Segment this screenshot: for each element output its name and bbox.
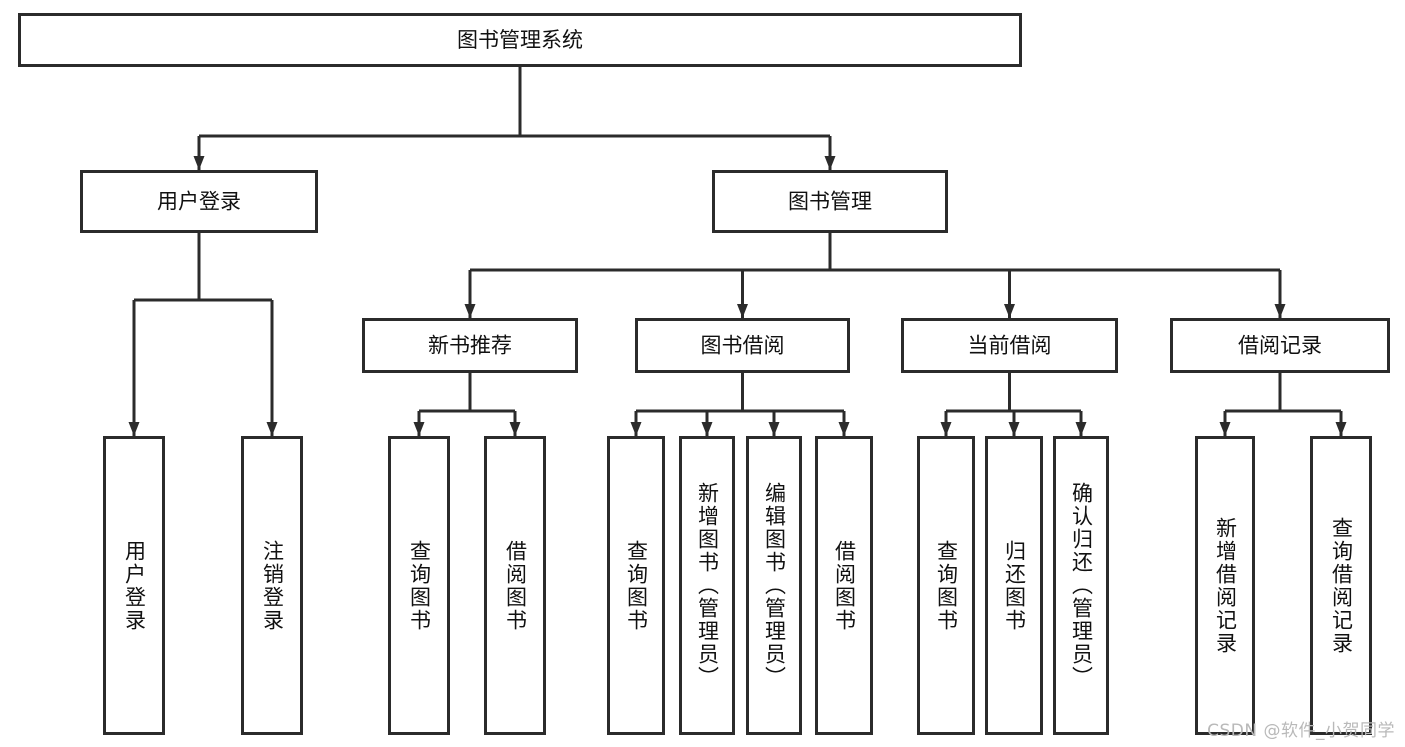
connector-group-user-login (128, 233, 278, 436)
node-label-book-management: 图书管理 (788, 190, 872, 214)
node-box-leaf-borrow-book[interactable] (815, 436, 873, 735)
node-label-current-borrow: 当前借阅 (968, 334, 1052, 358)
connectors-layer (128, 67, 1347, 436)
node-label-book-borrow: 图书借阅 (701, 334, 785, 358)
node-box-user-login[interactable] (80, 170, 318, 233)
arrow-head-leaf-logout-login (266, 422, 278, 436)
arrow-head-leaf-query-book-recommend (413, 422, 425, 436)
node-box-leaf-query-borrow-record[interactable] (1310, 436, 1372, 735)
node-box-new-book-recommend[interactable] (362, 318, 578, 373)
connector-group-book-management (464, 233, 1286, 318)
node-box-current-borrow[interactable] (901, 318, 1118, 373)
node-label-new-book-recommend: 新书推荐 (428, 334, 512, 358)
arrow-head-leaf-user-login (128, 422, 140, 436)
watermark-text: CSDN @软件_小贺同学 (1207, 721, 1395, 741)
arrow-head-leaf-confirm-return (1075, 422, 1087, 436)
arrow-head-leaf-add-book (701, 422, 713, 436)
arrow-head-user-login (193, 156, 205, 170)
node-label-root: 图书管理系统 (457, 28, 583, 52)
node-box-leaf-query-book-borrow[interactable] (607, 436, 665, 735)
arrow-head-current-borrow (1004, 304, 1015, 318)
node-box-leaf-return-book[interactable] (985, 436, 1043, 735)
node-box-leaf-edit-book[interactable] (746, 436, 802, 735)
node-box-book-management[interactable] (712, 170, 948, 233)
connector-group-new-book-recommend (413, 373, 521, 436)
node-box-leaf-logout-login[interactable] (241, 436, 303, 735)
arrow-head-borrow-record (1274, 304, 1286, 318)
arrow-head-book-borrow (737, 304, 748, 318)
arrow-head-leaf-borrow-book (838, 422, 850, 436)
node-box-leaf-query-book-recommend[interactable] (388, 436, 450, 735)
node-box-leaf-query-book-current[interactable] (917, 436, 975, 735)
node-box-leaf-confirm-return[interactable] (1053, 436, 1109, 735)
arrow-head-leaf-return-book (1008, 422, 1020, 436)
node-box-leaf-add-borrow-record[interactable] (1195, 436, 1255, 735)
node-box-leaf-user-login[interactable] (103, 436, 165, 735)
connector-group-current-borrow (940, 373, 1087, 436)
node-box-book-borrow[interactable] (635, 318, 850, 373)
arrow-head-leaf-add-borrow-record (1219, 422, 1231, 436)
node-box-leaf-borrow-book-recommend[interactable] (484, 436, 546, 735)
boxes-layer (18, 13, 1390, 735)
arrow-head-leaf-query-book-current (940, 422, 952, 436)
arrow-head-leaf-query-borrow-record (1335, 422, 1347, 436)
node-label-user-login: 用户登录 (157, 190, 241, 214)
arrow-head-leaf-borrow-book-recommend (509, 422, 521, 436)
connector-group-borrow-record (1219, 373, 1347, 436)
arrow-head-book-management (824, 156, 836, 170)
node-label-borrow-record: 借阅记录 (1238, 334, 1322, 358)
arrow-head-leaf-edit-book (768, 422, 780, 436)
arrow-head-leaf-query-book-borrow (630, 422, 642, 436)
connector-group-root (193, 67, 836, 170)
node-box-borrow-record[interactable] (1170, 318, 1390, 373)
connector-group-book-borrow (630, 373, 850, 436)
node-box-leaf-add-book[interactable] (679, 436, 735, 735)
node-box-root[interactable] (18, 13, 1022, 67)
arrow-head-new-book-recommend (464, 304, 476, 318)
